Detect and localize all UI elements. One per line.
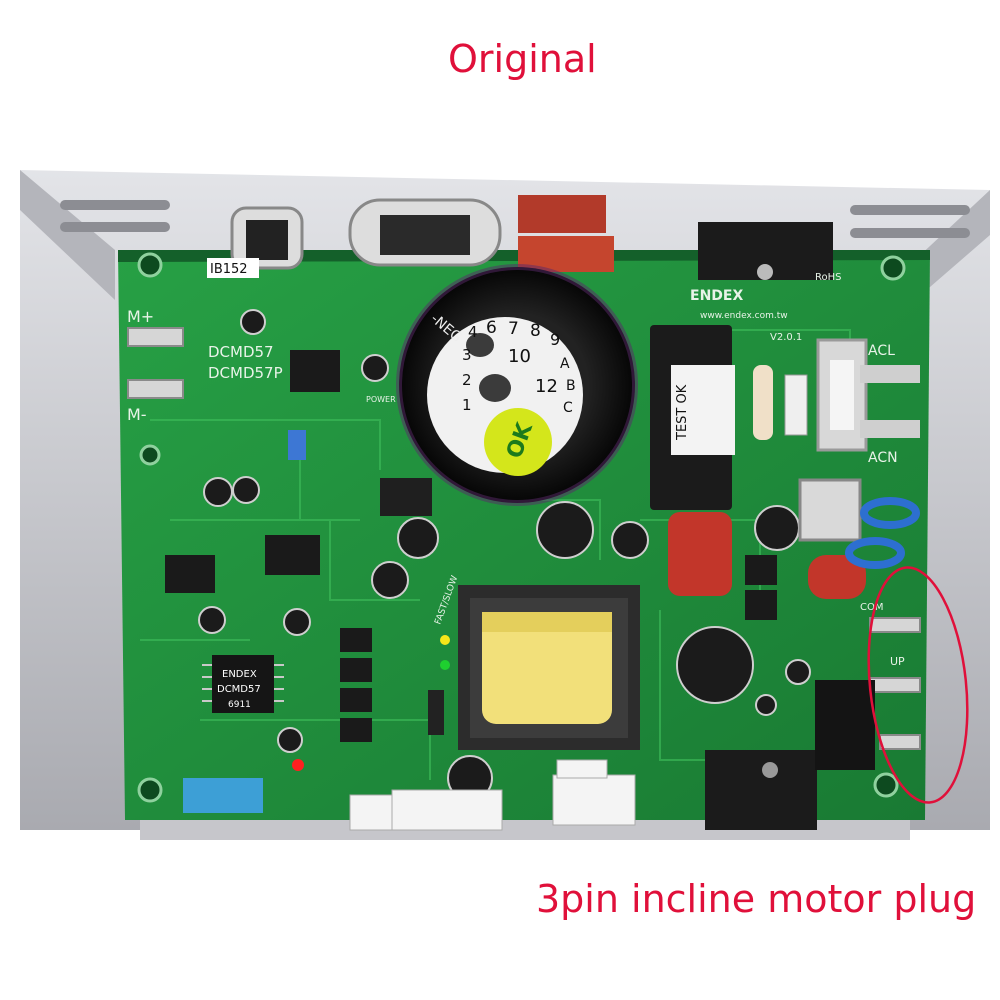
leds	[288, 430, 450, 771]
highlight-ellipse	[867, 566, 969, 804]
up-label: UP	[890, 655, 905, 668]
incline-motor-plug[interactable]	[869, 617, 921, 750]
small-capacitors	[198, 309, 811, 801]
dial-9: 9	[550, 330, 560, 349]
version-label: V2.0.1	[770, 332, 802, 343]
bottom-connectors	[183, 759, 636, 831]
model-sticker: IB152	[210, 262, 248, 277]
transformer	[458, 585, 640, 750]
test-ok-label: TEST OK	[675, 384, 690, 441]
dial-6: 6	[486, 318, 497, 338]
motor-plus-label: M+	[127, 307, 154, 326]
website-label: www.endex.com.tw	[700, 311, 788, 321]
dial-c: C	[563, 400, 573, 416]
com-label: COM	[860, 602, 883, 613]
large-capacitor	[396, 264, 638, 506]
variant-b-label: DCMD57P	[208, 364, 283, 382]
dial-1: 1	[462, 396, 472, 414]
variant-a-label: DCMD57	[208, 343, 274, 361]
rohs-label: RoHS	[815, 272, 841, 283]
dial-a: A	[560, 356, 570, 372]
chip-line1: ENDEX	[222, 669, 257, 680]
motor-terminals	[127, 327, 184, 399]
dial-7: 7	[508, 319, 519, 339]
chip-line3: 6911	[228, 700, 251, 710]
film-capacitors	[650, 325, 920, 599]
brand-label: ENDEX	[690, 288, 743, 304]
dial-12: 12	[535, 376, 558, 397]
dial-2: 2	[462, 371, 472, 389]
dial-10: 10	[508, 346, 531, 367]
ic-chips	[165, 350, 777, 742]
top-components	[230, 195, 833, 280]
dial-3: 3	[462, 346, 472, 364]
chip-line2: DCMD57	[217, 684, 261, 695]
ac-n-label: ACN	[868, 450, 898, 466]
dial-8: 8	[530, 321, 541, 341]
fuse-holders	[753, 338, 920, 452]
power-label: POWER	[366, 395, 396, 404]
motor-minus-label: M-	[127, 405, 147, 424]
dial-4: 4	[468, 323, 478, 341]
incline-plug-caption: 3pin incline motor plug	[536, 877, 977, 921]
voltage-regulator	[705, 680, 875, 830]
dial-b: B	[566, 378, 576, 394]
ac-l-label: ACL	[868, 343, 895, 359]
title-caption: Original	[448, 37, 597, 81]
